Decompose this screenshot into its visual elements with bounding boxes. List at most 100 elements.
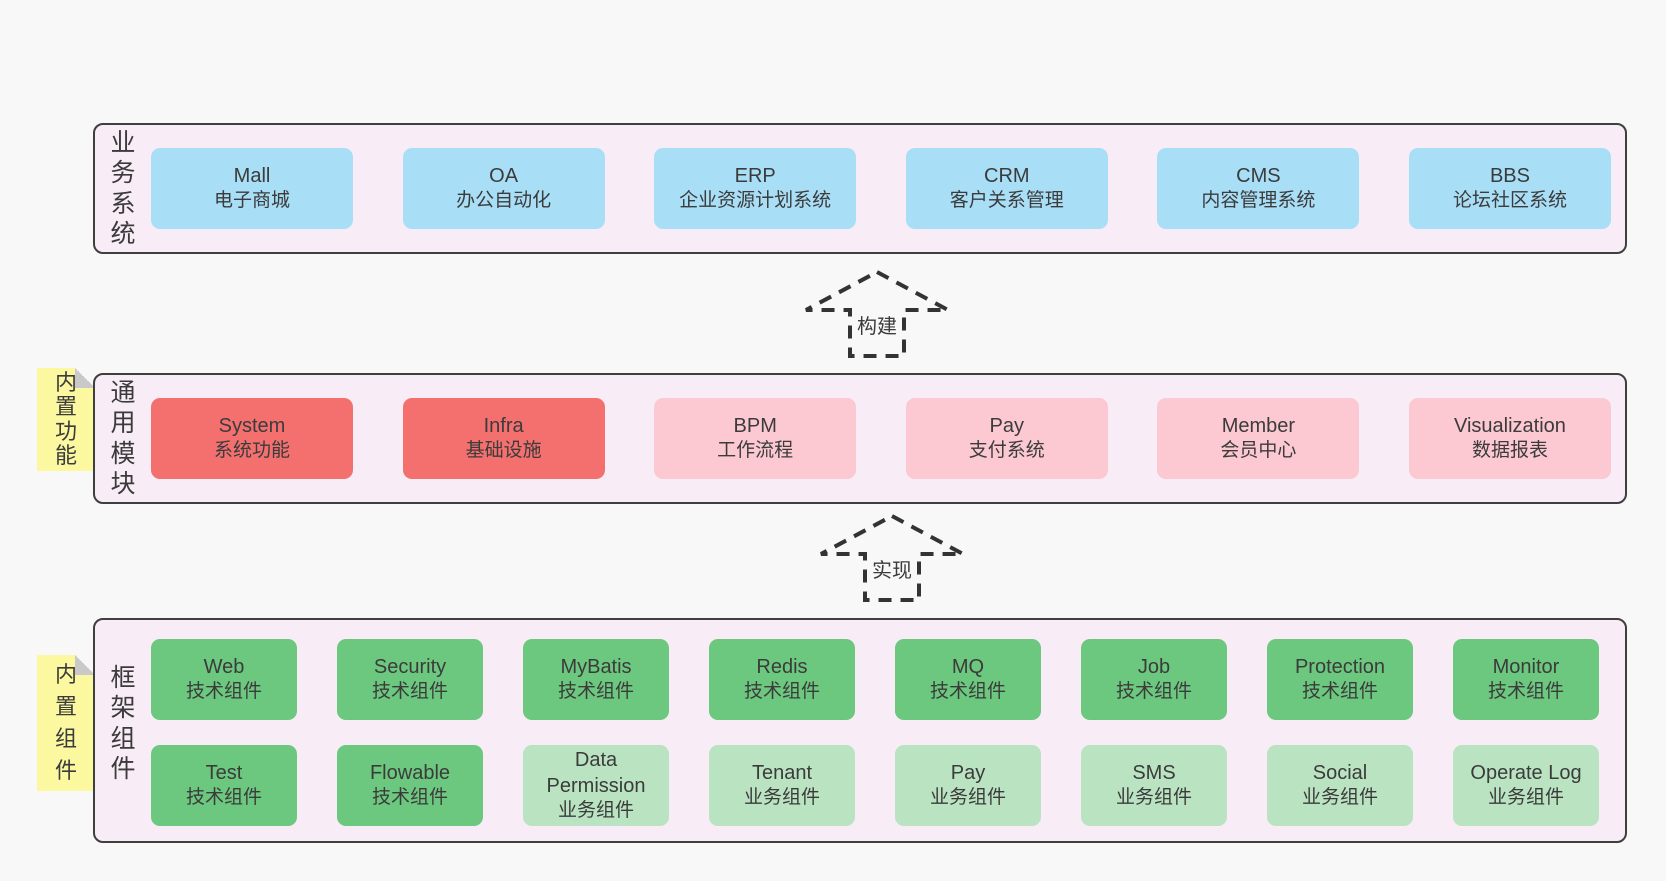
box-title: Monitor (1492, 656, 1560, 679)
box-oa: OA 办公自动化 (402, 148, 605, 229)
box-subtitle: 业务组件 (1301, 787, 1378, 809)
box-title: BPM (733, 415, 777, 438)
box-subtitle: 数据报表 (1471, 440, 1548, 462)
box-subtitle: 技术组件 (1301, 681, 1378, 703)
sticky-note-built-in-features: 内置功能 (37, 368, 95, 471)
box-title: MyBatis (560, 656, 632, 679)
box-title: CMS (1236, 165, 1281, 188)
box-subtitle: 技术组件 (371, 787, 448, 809)
sticky-note-built-in-components: 内置组件 (37, 655, 95, 791)
box-subtitle: 系统功能 (213, 440, 290, 462)
build-arrow: 构建 (802, 268, 952, 360)
box-title: System (218, 415, 286, 438)
box-subtitle: 论坛社区系统 (1452, 190, 1567, 212)
box-title: Tenant (751, 762, 813, 785)
box-subtitle: 技术组件 (743, 681, 820, 703)
box-sms: SMS 业务组件 (1081, 745, 1227, 826)
box-social: Social 业务组件 (1267, 745, 1413, 826)
band-framework-components: 框架组件 Web 技术组件 Security 技术组件 MyBatis 技术组件… (93, 618, 1627, 843)
box-title: Test (205, 762, 243, 785)
box-subtitle: 技术组件 (371, 681, 448, 703)
sticky-note-label: 内置功能 (54, 369, 77, 469)
box-subtitle: 工作流程 (717, 440, 794, 462)
box-subtitle: 企业资源计划系统 (679, 190, 832, 212)
box-infra: Infra 基础设施 (402, 398, 605, 479)
implement-arrow: 实现 (817, 512, 967, 604)
box-bpm: BPM 工作流程 (654, 398, 857, 479)
box-subtitle: 技术组件 (557, 681, 634, 703)
box-title: Mall (233, 165, 271, 188)
box-title: Member (1221, 415, 1296, 438)
box-subtitle: 技术组件 (1487, 681, 1564, 703)
box-cms: CMS 内容管理系统 (1157, 148, 1360, 229)
box-title: Web (203, 656, 245, 679)
box-job: Job 技术组件 (1081, 639, 1227, 720)
box-title: Operate Log (1470, 762, 1582, 785)
box-mall: Mall 电子商城 (151, 148, 353, 229)
box-subtitle: 技术组件 (185, 681, 262, 703)
box-operate-log: Operate Log 业务组件 (1453, 745, 1599, 826)
box-pay-component: Pay 业务组件 (895, 745, 1041, 826)
box-mq: MQ 技术组件 (895, 639, 1041, 720)
box-subtitle: 会员中心 (1220, 440, 1297, 462)
box-subtitle: 电子商城 (213, 190, 290, 212)
box-tenant: Tenant 业务组件 (709, 745, 855, 826)
box-subtitle: 基础设施 (465, 440, 542, 462)
sticky-note-label: 内置组件 (54, 662, 77, 783)
box-data-permission: Data Permission 业务组件 (523, 745, 669, 826)
box-security: Security 技术组件 (337, 639, 483, 720)
box-title: CRM (984, 165, 1030, 188)
box-title: OA (489, 165, 519, 188)
box-visualization: Visualization 数据报表 (1408, 398, 1611, 479)
band-common-modules: 通用模块 System 系统功能 Infra 基础设施 BPM 工作流程 Pay… (93, 373, 1627, 504)
box-protection: Protection 技术组件 (1267, 639, 1413, 720)
box-flowable: Flowable 技术组件 (337, 745, 483, 826)
box-redis: Redis 技术组件 (709, 639, 855, 720)
box-subtitle: 业务组件 (557, 800, 634, 822)
box-title: SMS (1132, 762, 1176, 785)
box-subtitle: 技术组件 (185, 787, 262, 809)
box-member: Member 会员中心 (1157, 398, 1360, 479)
arrow-label: 构建 (854, 310, 900, 339)
box-subtitle: 业务组件 (743, 787, 820, 809)
box-title: Visualization (1454, 415, 1566, 438)
box-title: Security (373, 656, 447, 679)
box-subtitle: 业务组件 (929, 787, 1006, 809)
box-subtitle: 业务组件 (1115, 787, 1192, 809)
arrow-label: 实现 (869, 554, 915, 583)
box-subtitle: 业务组件 (1487, 787, 1564, 809)
band-label: 框架组件 (110, 663, 136, 784)
box-title: Pay (989, 415, 1025, 438)
box-row: Web 技术组件 Security 技术组件 MyBatis 技术组件 Redi… (151, 639, 1599, 720)
box-row: Mall 电子商城 OA 办公自动化 ERP 企业资源计划系统 CRM 客户关系… (151, 148, 1611, 229)
box-web: Web 技术组件 (151, 639, 297, 720)
band-business-systems: 业务系统 Mall 电子商城 OA 办公自动化 ERP 企业资源计划系统 CRM… (93, 123, 1627, 254)
box-subtitle: 内容管理系统 (1201, 190, 1316, 212)
box-bbs: BBS 论坛社区系统 (1408, 148, 1611, 229)
folded-corner-icon (75, 368, 95, 388)
box-subtitle: 客户关系管理 (949, 190, 1064, 212)
box-subtitle: 支付系统 (968, 440, 1045, 462)
box-test: Test 技术组件 (151, 745, 297, 826)
box-subtitle: 技术组件 (929, 681, 1006, 703)
box-title: BBS (1489, 165, 1530, 188)
box-row: System 系统功能 Infra 基础设施 BPM 工作流程 Pay 支付系统… (151, 398, 1611, 479)
box-row: Test 技术组件 Flowable 技术组件 Data Permission … (151, 745, 1599, 826)
box-title: Protection (1294, 656, 1386, 679)
box-title: Job (1137, 656, 1171, 679)
band-label: 通用模块 (110, 378, 136, 499)
box-monitor: Monitor 技术组件 (1453, 639, 1599, 720)
box-title: MQ (951, 656, 985, 679)
box-pay-module: Pay 支付系统 (905, 398, 1108, 479)
folded-corner-icon (75, 655, 95, 675)
box-title: ERP (734, 165, 776, 188)
box-subtitle: 办公自动化 (456, 190, 552, 212)
box-erp: ERP 企业资源计划系统 (654, 148, 857, 229)
box-system: System 系统功能 (151, 398, 353, 479)
box-title: Flowable (369, 762, 451, 785)
box-crm: CRM 客户关系管理 (905, 148, 1108, 229)
band-label: 业务系统 (110, 128, 136, 249)
box-title: Redis (756, 656, 808, 679)
box-mybatis: MyBatis 技术组件 (523, 639, 669, 720)
